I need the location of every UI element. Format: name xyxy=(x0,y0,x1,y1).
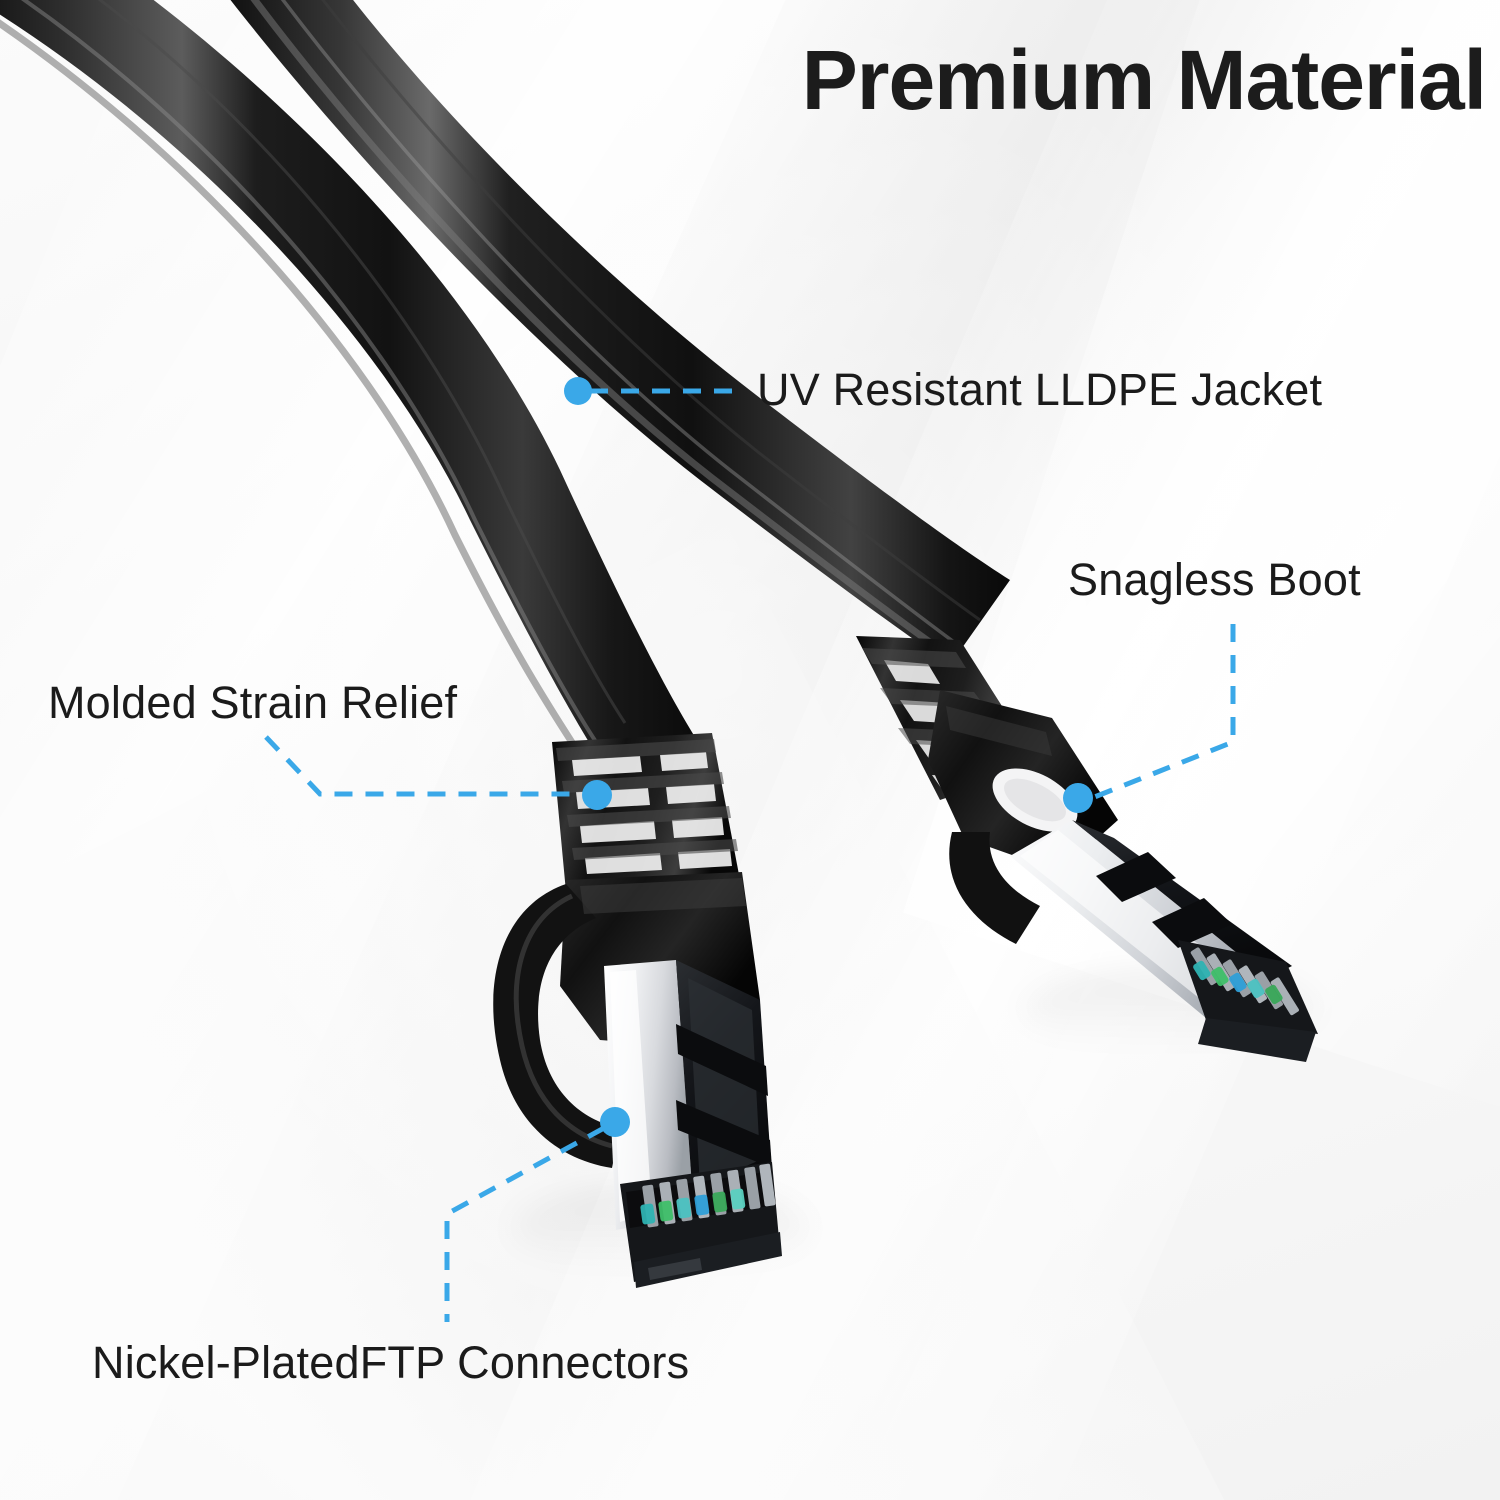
callout-label-uv-jacket: UV Resistant LLDPE Jacket xyxy=(757,364,1323,415)
callout-dot-snagless-boot xyxy=(1063,783,1093,813)
contact-pins-left xyxy=(620,1162,782,1288)
cable-strand-right xyxy=(230,0,1010,665)
callout-dot-molded-strain-relief xyxy=(582,780,612,810)
contact-pins-right xyxy=(1178,940,1318,1062)
callout-label-snagless-boot: Snagless Boot xyxy=(1068,554,1361,605)
callout-label-nickel-connectors: Nickel-PlatedFTP Connectors xyxy=(92,1337,690,1388)
cable-strand-left xyxy=(0,0,700,760)
page-title: Premium Material xyxy=(801,33,1487,127)
leader-line-nickel-connectors xyxy=(444,1125,606,1322)
leader-line-molded-strain-relief xyxy=(264,735,584,797)
callout-dot-nickel-connectors xyxy=(600,1107,630,1137)
connector-right xyxy=(856,636,1318,1062)
callout-dots xyxy=(564,377,1093,1137)
leader-line-snagless-boot xyxy=(1091,624,1236,801)
callout-dot-uv-jacket xyxy=(564,377,592,405)
strain-relief-left xyxy=(552,733,740,892)
shield-body-left xyxy=(604,960,772,1230)
callout-label-molded-strain-relief: Molded Strain Relief xyxy=(48,677,458,728)
callout-leaders xyxy=(264,388,1236,1322)
